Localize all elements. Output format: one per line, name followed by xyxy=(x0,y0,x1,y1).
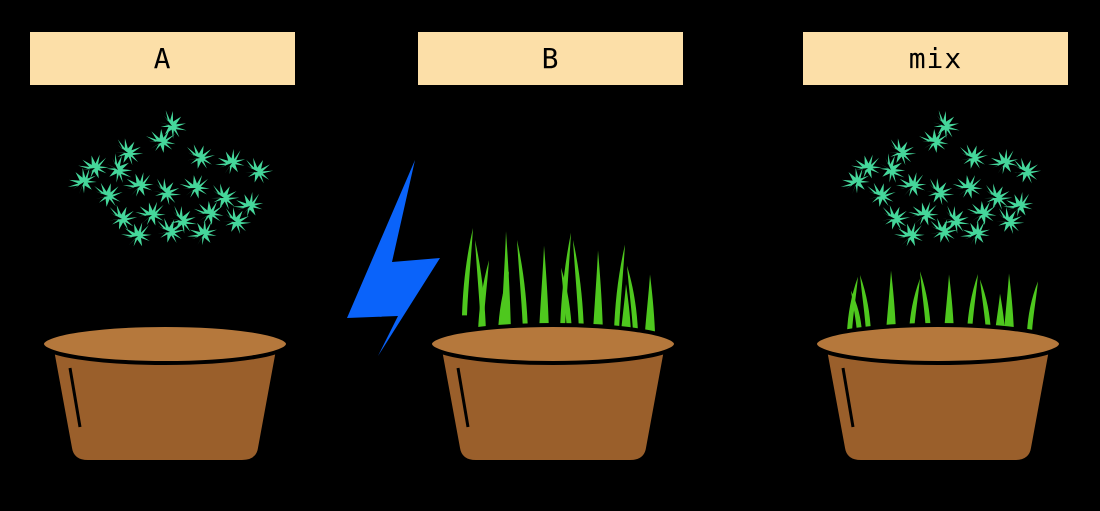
panel-a-pot xyxy=(40,323,290,464)
panel-label-mix: mix xyxy=(803,32,1068,85)
panel-label-b: B xyxy=(418,32,683,85)
panel-label-a: A xyxy=(30,32,295,85)
panel-a-species-a-cluster xyxy=(64,106,276,252)
panel-b-species-b-grass xyxy=(462,228,655,332)
panel-mix-species-b-grass xyxy=(847,270,1038,332)
panel-b-pot xyxy=(428,323,678,464)
panel-label-b-text: B xyxy=(541,42,560,75)
panel-mix-species-a-cluster xyxy=(837,106,1044,252)
panel-label-a-text: A xyxy=(153,42,172,75)
panel-label-mix-text: mix xyxy=(908,42,963,75)
panel-mix-pot xyxy=(813,323,1063,464)
lightning-bolt-icon xyxy=(347,160,440,356)
